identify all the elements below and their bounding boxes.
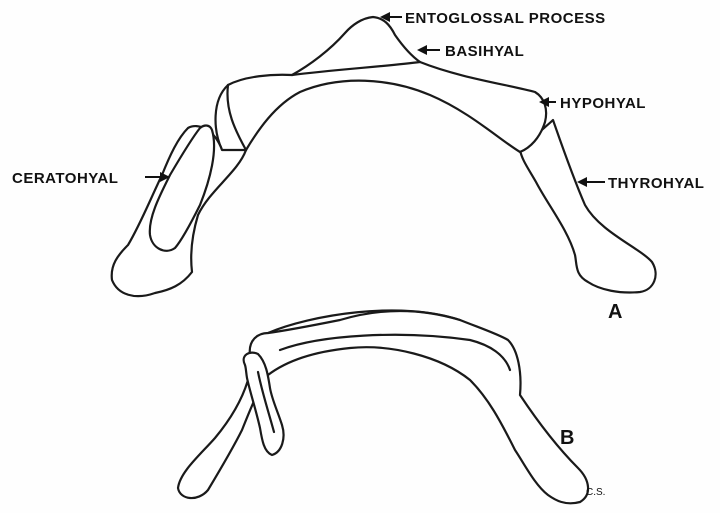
artist-signature: C.S. [586,487,605,498]
panel-letter-a: A [608,301,622,323]
arch-b [178,311,588,503]
entoglossal-label: ENTOGLOSSAL PROCESS [405,10,606,27]
figure-b [178,310,588,503]
basihyal-arch [216,17,547,157]
thyrohyal-bone [520,120,656,293]
label-hypohyal: HYPOHYAL [539,95,646,112]
figure-a [112,17,656,296]
label-basihyal: BASIHYAL [417,43,524,60]
label-entoglossal: ENTOGLOSSAL PROCESS [380,10,606,27]
basihyal-label: BASIHYAL [445,43,524,60]
label-ceratohyal: CERATOHYAL [12,170,170,187]
ceratohyal-label: CERATOHYAL [12,170,118,187]
label-thyrohyal: THYROHYAL [577,175,704,192]
panel-letter-b: B [560,427,574,449]
thyrohyal-label: THYROHYAL [608,175,704,192]
hypohyal-label: HYPOHYAL [560,95,646,112]
